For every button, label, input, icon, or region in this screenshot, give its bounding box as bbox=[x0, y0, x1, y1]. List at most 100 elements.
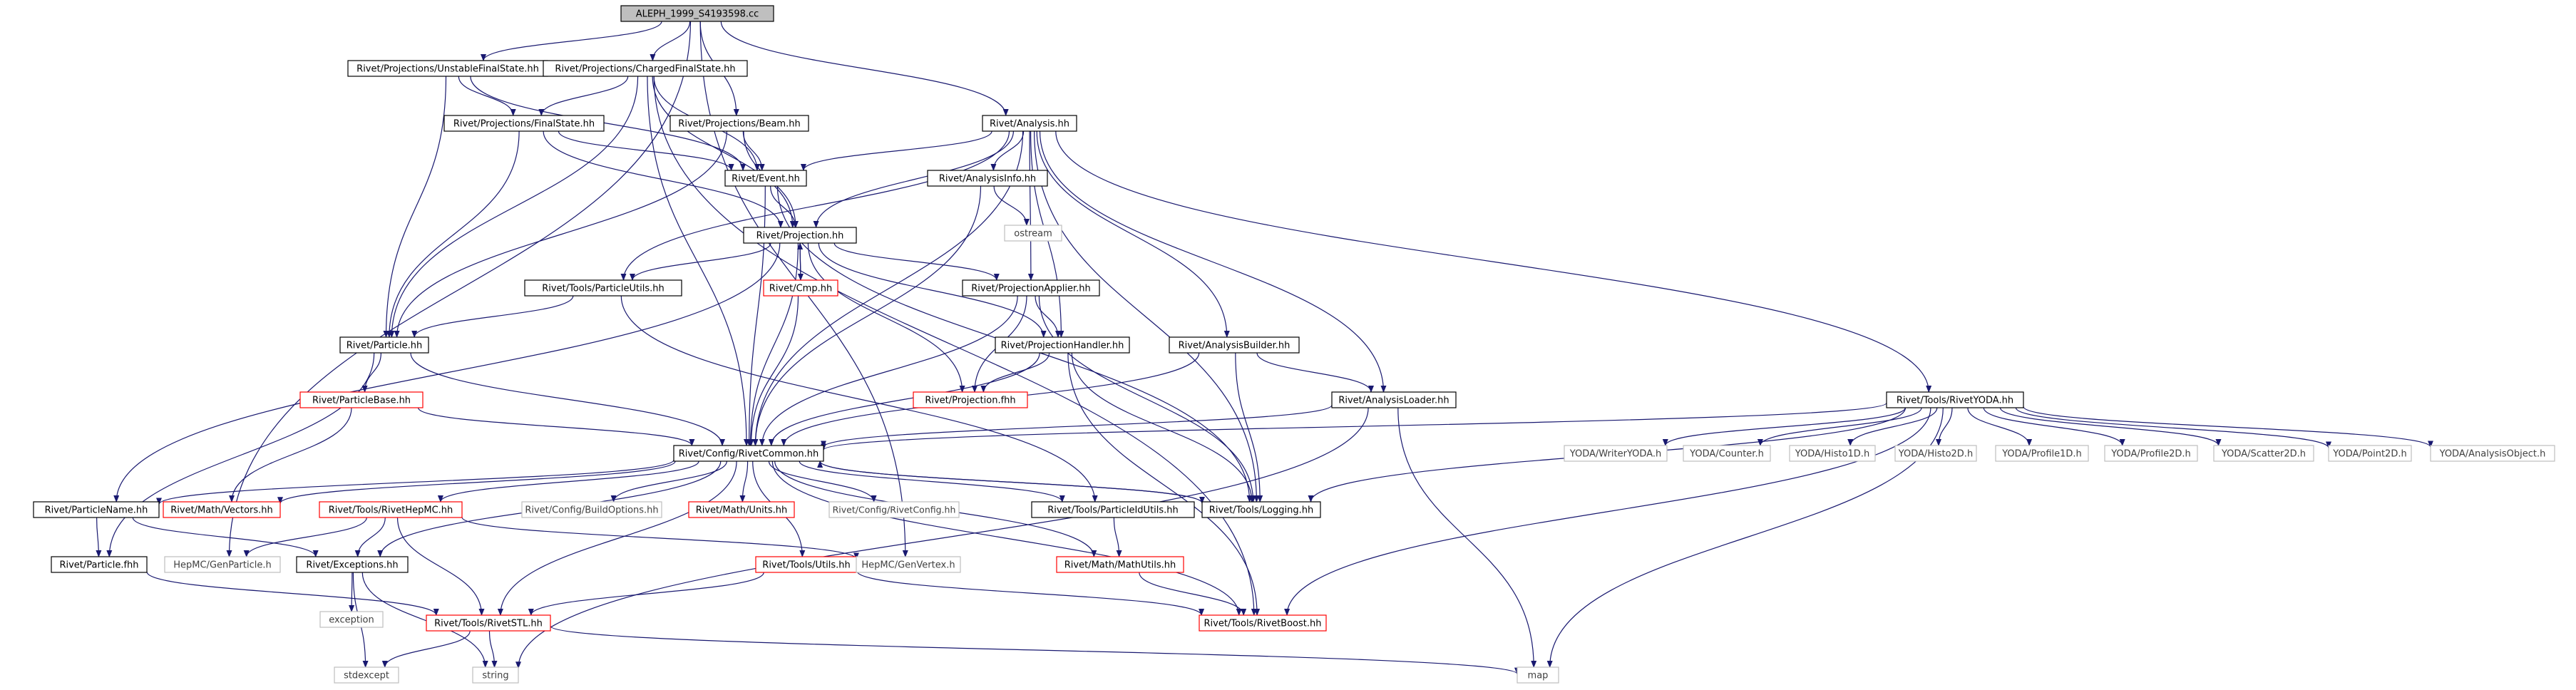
edge-phandler-to-common bbox=[768, 352, 1040, 446]
node-label: ALEPH_1999_S4193598.cc bbox=[636, 9, 759, 20]
edge-aloader-to-common bbox=[821, 404, 1333, 448]
node-stl[interactable]: Rivet/Tools/RivetSTL.hh bbox=[426, 614, 551, 632]
node-yoda[interactable]: Rivet/Tools/RivetYODA.hh bbox=[1886, 391, 2024, 408]
node-projfhh[interactable]: Rivet/Projection.fhh bbox=[913, 391, 1028, 408]
node-label: Rivet/Projections/ChargedFinalState.hh bbox=[555, 64, 735, 75]
node-label: YODA/Histo1D.h bbox=[1795, 449, 1869, 460]
node-units[interactable]: Rivet/Math/Units.hh bbox=[688, 501, 795, 518]
node-abuilder[interactable]: Rivet/AnalysisBuilder.hh bbox=[1169, 336, 1300, 354]
node-box bbox=[673, 445, 824, 462]
node-hepmc[interactable]: Rivet/Tools/RivetHepMC.hh bbox=[319, 501, 463, 518]
node-yh2: YODA/Histo2D.h bbox=[1894, 445, 1977, 462]
node-pidutils[interactable]: Rivet/Tools/ParticleIdUtils.hh bbox=[1031, 501, 1195, 518]
node-pbase[interactable]: Rivet/ParticleBase.hh bbox=[299, 391, 424, 408]
node-event[interactable]: Rivet/Event.hh bbox=[724, 170, 807, 187]
node-boost[interactable]: Rivet/Tools/RivetBoost.hh bbox=[1199, 614, 1327, 632]
node-exceptions[interactable]: Rivet/Exceptions.hh bbox=[296, 556, 409, 573]
node-cmp[interactable]: Rivet/Cmp.hh bbox=[763, 279, 838, 297]
node-pname[interactable]: Rivet/ParticleName.hh bbox=[33, 501, 160, 518]
node-box bbox=[319, 501, 463, 518]
edge-aloader-to-map bbox=[1397, 407, 1537, 668]
node-putils[interactable]: Rivet/Tools/ParticleUtils.hh bbox=[524, 279, 682, 297]
node-fs[interactable]: Rivet/Projections/FinalState.hh bbox=[443, 115, 605, 132]
node-label: Rivet/Projections/Beam.hh bbox=[678, 119, 800, 130]
edge-fs-to-projection bbox=[543, 130, 784, 228]
node-ainfo[interactable]: Rivet/AnalysisInfo.hh bbox=[927, 170, 1048, 187]
node-ostream: ostream bbox=[1004, 225, 1062, 242]
node-ufs[interactable]: Rivet/Projections/UnstableFinalState.hh bbox=[347, 60, 548, 77]
node-label: Rivet/AnalysisBuilder.hh bbox=[1179, 341, 1290, 351]
node-box bbox=[1004, 225, 1062, 242]
node-particle[interactable]: Rivet/Particle.hh bbox=[339, 336, 429, 354]
node-papplier[interactable]: Rivet/ProjectionApplier.hh bbox=[962, 279, 1100, 297]
edge-yoda-to-ys2 bbox=[1999, 407, 2222, 446]
node-box bbox=[51, 556, 148, 573]
edge-phandler-to-logging bbox=[1071, 352, 1255, 503]
edge-ufs-to-event bbox=[470, 76, 746, 171]
node-label: Rivet/Math/MathUtils.hh bbox=[1064, 560, 1176, 571]
node-genvertex: HepMC/GenVertex.h bbox=[856, 556, 961, 573]
edge-common-to-pname bbox=[156, 459, 674, 505]
node-label: Rivet/Tools/RivetYODA.hh bbox=[1897, 396, 2013, 406]
edge-cfs-to-common bbox=[647, 76, 749, 446]
node-vectors[interactable]: Rivet/Math/Vectors.hh bbox=[163, 501, 281, 518]
node-label: Rivet/AnalysisLoader.hh bbox=[1338, 396, 1449, 406]
node-logging[interactable]: Rivet/Tools/Logging.hh bbox=[1201, 501, 1321, 518]
edges-layer bbox=[96, 21, 2433, 675]
edge-particle-to-pbase bbox=[361, 352, 381, 393]
node-box bbox=[620, 5, 774, 22]
node-genparticle: HepMC/GenParticle.h bbox=[164, 556, 281, 573]
node-label: Rivet/ParticleName.hh bbox=[45, 505, 148, 516]
node-cfs[interactable]: Rivet/Projections/ChargedFinalState.hh bbox=[543, 60, 748, 77]
edge-analysis-to-putils bbox=[620, 130, 1010, 281]
node-projection[interactable]: Rivet/Projection.hh bbox=[743, 227, 857, 244]
node-common[interactable]: Rivet/Config/RivetCommon.hh bbox=[673, 445, 824, 462]
edge-analysis-to-yoda bbox=[1055, 130, 1932, 393]
edge-projection-to-pname bbox=[113, 242, 781, 503]
node-box bbox=[163, 501, 281, 518]
edge-common-to-stl bbox=[497, 460, 737, 616]
edge-papplier-to-phandler bbox=[1035, 295, 1061, 338]
node-box bbox=[1056, 556, 1184, 573]
edge-yoda-to-yh2 bbox=[1936, 407, 1953, 446]
edge-phandler-to-projfhh bbox=[980, 352, 1050, 393]
node-label: ostream bbox=[1014, 229, 1052, 240]
edge-yoda-to-boost bbox=[1284, 407, 1931, 616]
edge-root-to-cfs bbox=[650, 21, 691, 61]
node-box bbox=[962, 279, 1100, 297]
node-phandler[interactable]: Rivet/ProjectionHandler.hh bbox=[995, 336, 1130, 354]
node-mathutils[interactable]: Rivet/Math/MathUtils.hh bbox=[1056, 556, 1184, 573]
edge-putils-to-pidutils bbox=[620, 295, 1098, 503]
node-ywriter: YODA/WriterYODA.h bbox=[1564, 445, 1668, 462]
edge-common-to-hepmc bbox=[438, 460, 699, 503]
node-label: Rivet/Tools/RivetBoost.hh bbox=[1204, 619, 1322, 629]
node-label: Rivet/ProjectionHandler.hh bbox=[1001, 341, 1124, 351]
node-box bbox=[1995, 445, 2089, 462]
node-tutils[interactable]: Rivet/Tools/Utils.hh bbox=[755, 556, 858, 573]
node-box bbox=[982, 115, 1077, 132]
node-beam[interactable]: Rivet/Projections/Beam.hh bbox=[669, 115, 809, 132]
node-label: Rivet/Projections/FinalState.hh bbox=[453, 119, 595, 130]
node-root[interactable]: ALEPH_1999_S4193598.cc bbox=[620, 5, 774, 22]
node-box bbox=[296, 556, 409, 573]
edge-pbase-to-vectors bbox=[229, 407, 352, 503]
node-label: exception bbox=[329, 615, 374, 626]
node-label: Rivet/Exceptions.hh bbox=[306, 560, 398, 571]
edge-ufs-to-particle bbox=[383, 76, 447, 338]
node-label: Rivet/AnalysisInfo.hh bbox=[939, 174, 1036, 185]
node-aloader[interactable]: Rivet/AnalysisLoader.hh bbox=[1331, 391, 1457, 408]
node-box bbox=[1894, 445, 1977, 462]
node-label: YODA/Point2D.h bbox=[2332, 449, 2406, 460]
node-analysis[interactable]: Rivet/Analysis.hh bbox=[982, 115, 1077, 132]
node-box bbox=[688, 501, 795, 518]
edge-projection-to-phandler bbox=[818, 242, 1047, 338]
node-particlefhh[interactable]: Rivet/Particle.fhh bbox=[51, 556, 148, 573]
edge-analysis-to-projection bbox=[813, 130, 1014, 228]
edge-tutils-to-stl bbox=[528, 572, 764, 616]
edge-analysis-to-event bbox=[800, 130, 992, 171]
edge-fs-to-particle bbox=[386, 130, 520, 338]
node-label: YODA/Profile2D.h bbox=[2110, 449, 2191, 460]
edge-cfs-to-projection bbox=[652, 76, 796, 228]
node-label: HepMC/GenVertex.h bbox=[861, 560, 955, 571]
node-label: Rivet/Analysis.hh bbox=[990, 119, 1069, 130]
